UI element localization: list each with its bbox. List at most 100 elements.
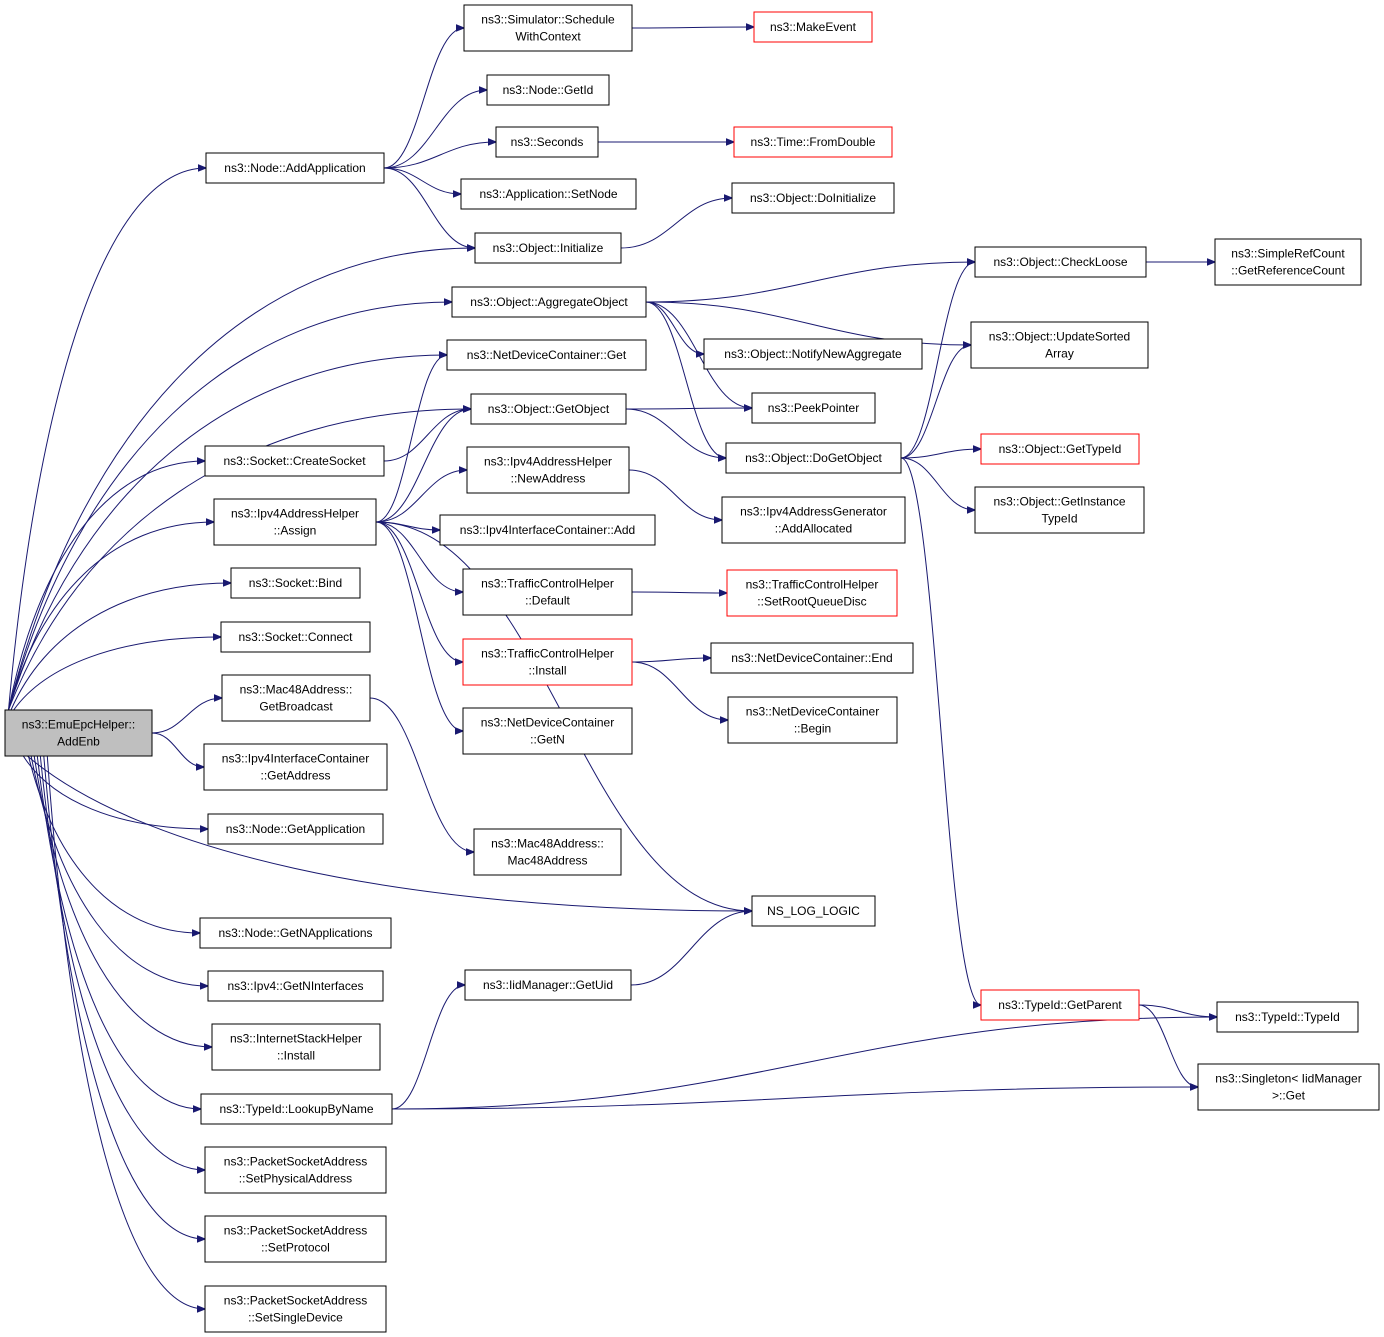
node-label: ns3::Object::GetObject	[488, 402, 610, 416]
call-edge-aggregateObject-to-checkLoose	[645, 262, 975, 303]
node-objInitialize[interactable]: ns3::Object::Initialize	[474, 232, 622, 264]
node-getNInterfaces[interactable]: ns3::Ipv4::GetNInterfaces	[207, 970, 384, 1002]
call-edge-doGetObject-to-checkLoose	[900, 262, 975, 459]
call-edge-doGetObject-to-getInstanceTypeId	[900, 457, 975, 510]
node-root[interactable]: ns3::EmuEpcHelper::AddEnb	[4, 709, 153, 757]
node-label: GetBroadcast	[259, 700, 333, 714]
node-box	[200, 1093, 393, 1125]
call-edge-assign-to-newAddress	[375, 470, 467, 523]
node-typeIdTypeId[interactable]: ns3::TypeId::TypeId	[1216, 1001, 1359, 1033]
node-box	[204, 1146, 387, 1194]
node-box	[207, 970, 384, 1002]
call-edge-createSocket-to-getObject	[383, 409, 471, 462]
node-addAllocated[interactable]: ns3::Ipv4AddressGenerator::AddAllocated	[721, 496, 906, 544]
node-box	[199, 917, 392, 949]
node-lookupByName[interactable]: ns3::TypeId::LookupByName	[200, 1093, 393, 1125]
function-nodes: ns3::EmuEpcHelper::AddEnb ns3::Node::AddA…	[4, 4, 1380, 1333]
node-box	[460, 178, 637, 210]
node-label: ::AddAllocated	[775, 522, 852, 536]
call-edge-iidGetUid-to-nsLogLogic	[630, 911, 752, 986]
node-tcInstall[interactable]: ns3::TrafficControlHelper::Install	[462, 638, 633, 686]
node-checkLoose[interactable]: ns3::Object::CheckLoose	[974, 246, 1147, 278]
node-makeEvent[interactable]: ns3::MakeEvent	[753, 11, 873, 43]
node-setRootQueueDisc[interactable]: ns3::TrafficControlHelper::SetRootQueueD…	[726, 569, 898, 617]
node-socketConnect[interactable]: ns3::Socket::Connect	[220, 621, 371, 653]
node-getBroadcast[interactable]: ns3::Mac48Address::GetBroadcast	[221, 674, 371, 722]
node-typeIdGetParent[interactable]: ns3::TypeId::GetParent	[980, 989, 1140, 1021]
node-tcDefault[interactable]: ns3::TrafficControlHelper::Default	[462, 568, 633, 616]
node-label: ns3::NetDeviceContainer::End	[731, 651, 892, 665]
node-label: ns3::PacketSocketAddress	[224, 1224, 367, 1238]
node-box	[753, 11, 873, 43]
node-createSocket[interactable]: ns3::Socket::CreateSocket	[204, 445, 385, 477]
node-appSetNode[interactable]: ns3::Application::SetNode	[460, 178, 637, 210]
node-netDevGet[interactable]: ns3::NetDeviceContainer::Get	[446, 339, 647, 371]
node-box	[221, 674, 371, 722]
node-label: >::Get	[1272, 1089, 1306, 1103]
call-edge-doGetObject-to-updateSorted	[900, 345, 971, 459]
node-internetStackInstall[interactable]: ns3::InternetStackHelper::Install	[211, 1023, 381, 1071]
node-addApplication[interactable]: ns3::Node::AddApplication	[205, 152, 385, 184]
node-label: ns3::TypeId::LookupByName	[219, 1102, 373, 1116]
call-edge-root-to-netDevGet	[8, 355, 448, 711]
node-getTypeId[interactable]: ns3::Object::GetTypeId	[980, 433, 1140, 465]
node-label: ns3::Object::Initialize	[493, 241, 604, 255]
node-aggregateObject[interactable]: ns3::Object::AggregateObject	[451, 286, 647, 318]
node-label: ns3::Socket::Bind	[249, 576, 342, 590]
call-edge-root-to-nsLogLogic	[27, 755, 752, 911]
node-setSingleDevice[interactable]: ns3::PacketSocketAddress::SetSingleDevic…	[204, 1285, 387, 1333]
node-label: ::NewAddress	[511, 472, 586, 486]
node-box	[4, 709, 153, 757]
node-label: ::SetProtocol	[261, 1241, 330, 1255]
node-label: NS_LOG_LOGIC	[767, 904, 860, 918]
node-box	[204, 1285, 387, 1333]
node-ipv4IfAdd[interactable]: ns3::Ipv4InterfaceContainer::Add	[439, 514, 656, 546]
node-newAddress[interactable]: ns3::Ipv4AddressHelper::NewAddress	[466, 446, 630, 494]
node-label: ns3::Node::AddApplication	[224, 161, 365, 175]
call-edge-root-to-socketConnect	[13, 637, 221, 711]
call-edge-lookupByName-to-singletonGet	[391, 1087, 1198, 1110]
node-label: ns3::Object::GetTypeId	[999, 442, 1122, 456]
node-label: ns3::Object::DoGetObject	[745, 451, 882, 465]
node-netDevGetN[interactable]: ns3::NetDeviceContainer::GetN	[462, 707, 633, 755]
node-socketBind[interactable]: ns3::Socket::Bind	[230, 567, 361, 599]
node-getNApplications[interactable]: ns3::Node::GetNApplications	[199, 917, 392, 949]
node-notifyNewAgg[interactable]: ns3::Object::NotifyNewAggregate	[703, 338, 923, 370]
node-label: ::Install	[277, 1049, 315, 1063]
node-peekPointer[interactable]: ns3::PeekPointer	[751, 392, 876, 424]
node-box	[204, 1215, 387, 1263]
call-edge-getBroadcast-to-mac48Address	[369, 697, 474, 852]
node-ipv4IfGetAddress[interactable]: ns3::Ipv4InterfaceContainer::GetAddress	[203, 743, 388, 791]
node-nsLogLogic[interactable]: NS_LOG_LOGIC	[751, 895, 876, 927]
node-label: ns3::TrafficControlHelper	[481, 647, 614, 661]
node-box	[474, 232, 622, 264]
node-seconds[interactable]: ns3::Seconds	[495, 126, 599, 158]
node-doInitialize[interactable]: ns3::Object::DoInitialize	[731, 182, 895, 214]
node-box	[1216, 1001, 1359, 1033]
node-setPhysicalAddress[interactable]: ns3::PacketSocketAddress::SetPhysicalAdd…	[204, 1146, 387, 1194]
call-edge-assign-to-netDevGetN	[375, 521, 463, 731]
node-nodeGetApplication[interactable]: ns3::Node::GetApplication	[207, 813, 384, 845]
node-netDevBegin[interactable]: ns3::NetDeviceContainer::Begin	[727, 696, 898, 744]
call-edge-root-to-nodeGetApplication	[22, 755, 208, 829]
node-timeFromDouble[interactable]: ns3::Time::FromDouble	[733, 126, 893, 158]
node-setProtocol[interactable]: ns3::PacketSocketAddress::SetProtocol	[204, 1215, 387, 1263]
node-box	[703, 338, 923, 370]
node-doGetObject[interactable]: ns3::Object::DoGetObject	[725, 442, 902, 474]
node-singletonGet[interactable]: ns3::Singleton< IidManager >::Get	[1197, 1063, 1380, 1111]
node-getObject[interactable]: ns3::Object::GetObject	[470, 393, 627, 425]
call-edge-root-to-setProtocol	[43, 755, 205, 1239]
node-assign[interactable]: ns3::Ipv4AddressHelper::Assign	[213, 498, 377, 546]
node-mac48Address[interactable]: ns3::Mac48Address::Mac48Address	[473, 828, 622, 876]
call-edge-tcInstall-to-netDevBegin	[631, 661, 728, 720]
node-simpleRefCount[interactable]: ns3::SimpleRefCount::GetReferenceCount	[1214, 238, 1362, 286]
node-nodeGetId[interactable]: ns3::Node::GetId	[486, 74, 610, 106]
node-netDevEnd[interactable]: ns3::NetDeviceContainer::End	[710, 642, 914, 674]
node-label: ns3::NetDeviceContainer	[481, 716, 614, 730]
node-box	[466, 446, 630, 494]
call-edge-getObject-to-doGetObject	[625, 408, 726, 458]
node-iidGetUid[interactable]: ns3::IidManager::GetUid	[464, 969, 632, 1001]
